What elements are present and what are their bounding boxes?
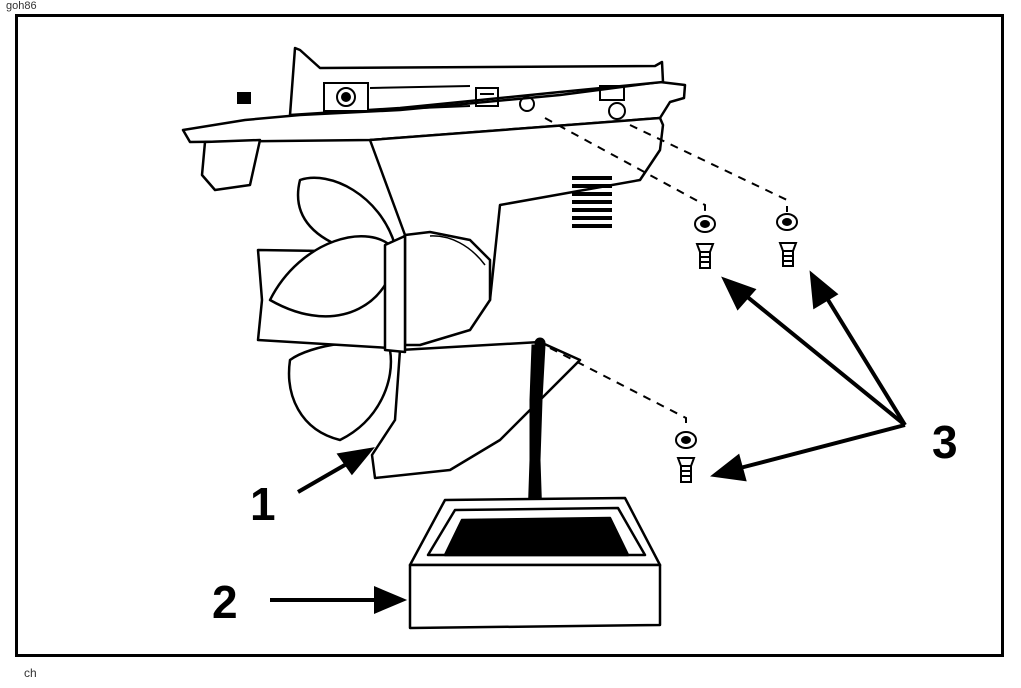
artist-initials: ch: [24, 666, 37, 680]
anode-slots: [572, 176, 612, 228]
figure-code: goh86: [6, 0, 37, 12]
callout-3: 3: [932, 416, 958, 468]
diagram-frame: [15, 14, 1004, 657]
prop-spin-arc: [429, 235, 486, 266]
callout-1: 1: [250, 478, 276, 530]
housing-details: [237, 82, 626, 120]
callout-arrows: [270, 270, 907, 615]
drain-pan: [408, 496, 662, 630]
gearcase-housing: [181, 46, 687, 480]
propeller: [256, 176, 407, 442]
drain-plugs: [675, 213, 798, 483]
callout-2: 2: [212, 576, 238, 628]
assembly-lines: [544, 117, 788, 430]
